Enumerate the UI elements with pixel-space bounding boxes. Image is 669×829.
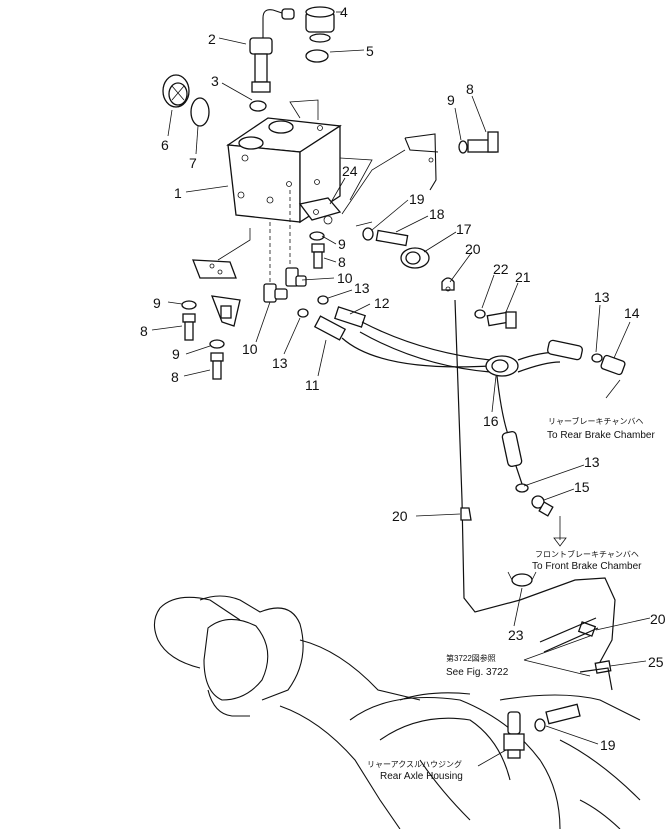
rear-brake-caption-en: To Rear Brake Chamber	[547, 430, 655, 441]
fitting-15	[531, 495, 554, 517]
o-ring-3	[249, 100, 267, 112]
callout-15: 15	[574, 479, 590, 495]
callout-2: 2	[208, 31, 216, 47]
washer-9c	[181, 300, 197, 310]
callout-18: 18	[429, 206, 445, 222]
callout-9d: 9	[172, 346, 180, 362]
see-fig-pipes	[523, 617, 613, 691]
fitting-14	[600, 354, 626, 376]
rear-brake-caption-jp: リャーブレーキチャンバヘ	[548, 416, 643, 426]
drain-plug	[162, 74, 190, 108]
o-ring-5	[305, 49, 329, 63]
callout-13a: 13	[354, 280, 370, 296]
bolt-8a	[467, 131, 499, 153]
callout-7: 7	[189, 155, 197, 171]
callout-11: 11	[305, 377, 320, 393]
callout-19b: 19	[600, 737, 616, 753]
bolt-21	[486, 311, 517, 329]
callout-8b: 8	[338, 254, 346, 270]
callout-3: 3	[211, 73, 219, 89]
callout-25: 25	[648, 654, 664, 670]
callout-19a: 19	[409, 191, 425, 207]
bolt-8d	[210, 352, 224, 380]
axle-caption-en: Rear Axle Housing	[380, 771, 463, 782]
callout-10b: 10	[242, 341, 258, 357]
nut-13b	[297, 308, 309, 318]
callout-13c: 13	[594, 289, 610, 305]
clip-17	[400, 247, 430, 269]
callout-9b: 9	[338, 236, 346, 252]
washer-9d	[209, 339, 225, 349]
callout-16: 16	[483, 413, 499, 429]
elbow-10b	[285, 267, 307, 287]
hose-19b	[534, 703, 581, 732]
front-brake-caption-en: To Front Brake Chamber	[532, 561, 642, 572]
nut-13a	[317, 295, 329, 305]
left-bracket-upper	[192, 259, 237, 279]
callout-8d: 8	[171, 369, 179, 385]
callout-8a: 8	[466, 81, 474, 97]
callout-1: 1	[174, 185, 182, 201]
upper-bracket	[404, 133, 439, 191]
callout-20a: 20	[465, 241, 481, 257]
washer-9b	[309, 231, 325, 241]
callout-5: 5	[366, 43, 374, 59]
callout-22: 22	[493, 261, 509, 277]
captions: リャーブレーキチャンバヘ To Rear Brake Chamber フロントブ…	[367, 416, 655, 782]
washer-9a	[458, 140, 468, 154]
reservoir-tank	[226, 99, 342, 224]
hose-11	[313, 315, 491, 368]
callout-leaders	[151, 11, 651, 767]
washer-22	[474, 309, 486, 319]
nut-13c	[591, 353, 603, 363]
callout-10a: 10	[337, 270, 353, 286]
clamp-20a	[441, 277, 455, 292]
brake-tube	[454, 299, 616, 663]
rear-axle-housing	[153, 595, 641, 829]
callout-4: 4	[340, 4, 348, 20]
breather-fitting	[503, 711, 525, 759]
elbow-10a	[263, 283, 288, 303]
callout-17: 17	[456, 221, 472, 237]
callout-13b: 13	[272, 355, 288, 371]
strainer-assembly	[249, 8, 295, 93]
hose-12	[334, 306, 491, 373]
left-bracket-lower	[210, 295, 241, 327]
rear-brake-hose	[517, 339, 583, 373]
leader-lines	[217, 149, 406, 282]
see-fig-caption-jp: 第3722図参照	[446, 653, 496, 663]
callout-21: 21	[515, 269, 531, 285]
grommet-16	[485, 355, 519, 377]
callout-20c: 20	[650, 611, 666, 627]
bolt-8c	[182, 313, 196, 341]
front-brake-caption-jp: フロントブレーキチャンバヘ	[535, 549, 639, 559]
callout-8c: 8	[140, 323, 148, 339]
callout-numbers: 2 4 5 3 6 7 1 9 8 24 19 18 17 20 9 8 10 …	[140, 4, 666, 753]
callout-6: 6	[161, 137, 169, 153]
callout-24: 24	[342, 163, 358, 179]
clamp-23	[507, 571, 537, 587]
callout-12: 12	[374, 295, 390, 311]
see-fig-caption-en: See Fig. 3722	[446, 667, 509, 678]
bolt-8b	[311, 243, 325, 269]
o-ring-7	[190, 97, 210, 127]
callout-23: 23	[508, 627, 524, 643]
clamp-19a	[362, 227, 374, 241]
axle-caption-jp: リャーアクスルハウジング	[367, 759, 462, 769]
hose-18	[375, 229, 409, 247]
callout-9a: 9	[447, 92, 455, 108]
callout-13d: 13	[584, 454, 600, 470]
callout-9c: 9	[153, 295, 161, 311]
callout-14: 14	[624, 305, 640, 321]
front-brake-hose	[496, 375, 523, 485]
clamp-25	[594, 660, 612, 674]
tank-cap	[305, 6, 335, 43]
callout-20b: 20	[392, 508, 408, 524]
clamp-20b	[460, 507, 472, 521]
